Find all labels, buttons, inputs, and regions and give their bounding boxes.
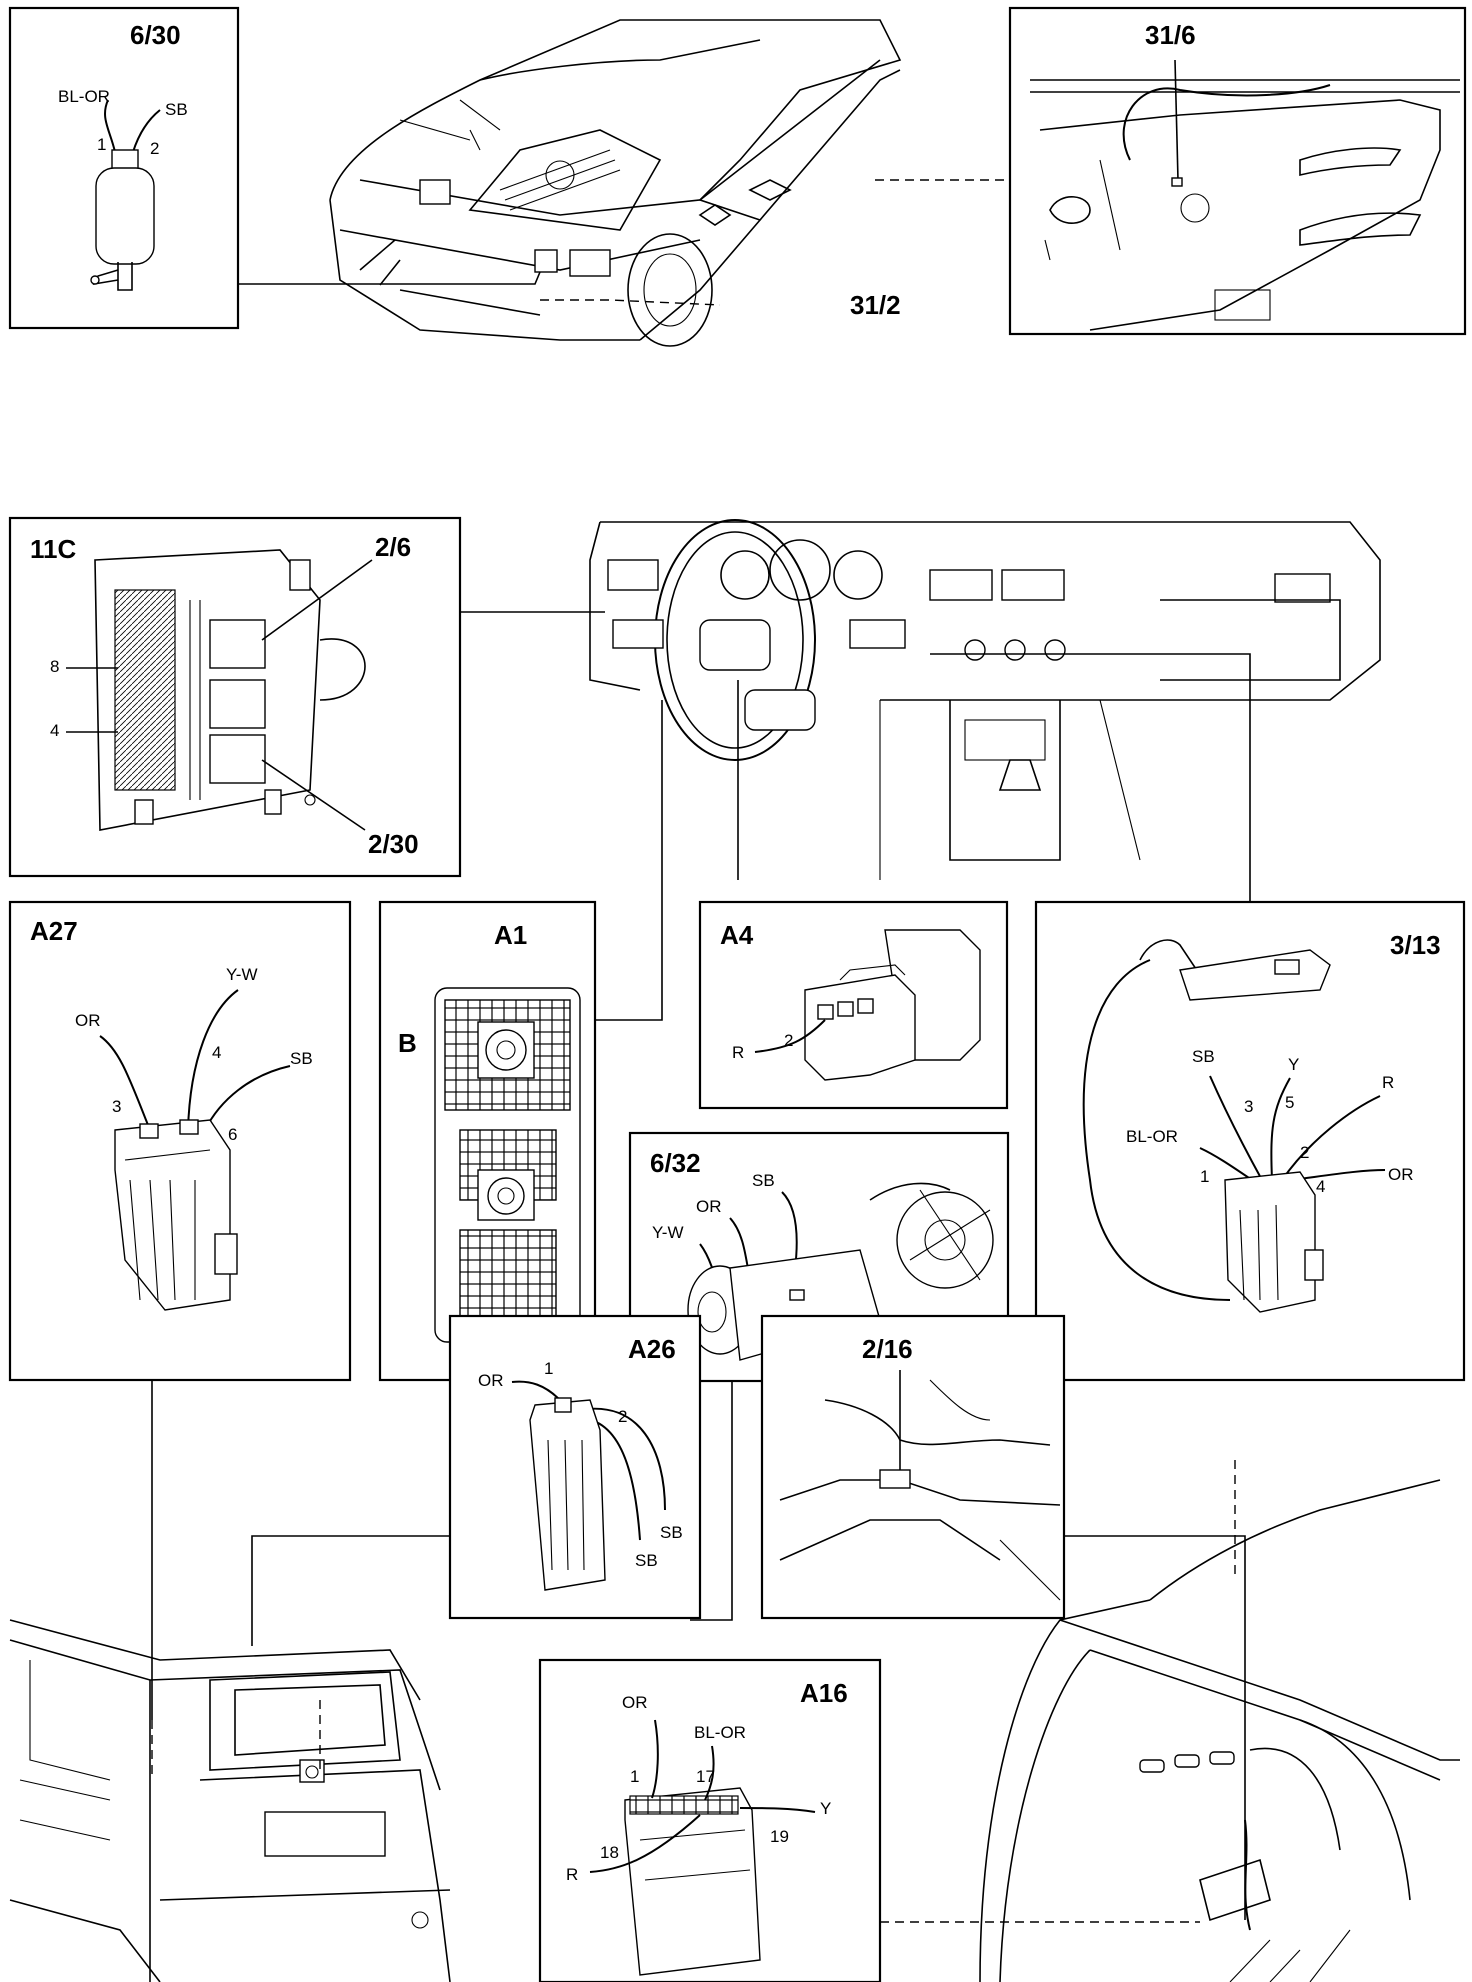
ref-3-13: 3/13 [1390,930,1441,960]
wire-or: OR [478,1371,504,1390]
rear-interior-illustration [979,1460,1460,1982]
ecu-connector-icon [434,987,581,1343]
wire-or: OR [696,1197,722,1216]
wire-y: Y [820,1799,831,1818]
leader-6-30 [238,271,541,285]
panel-a26: A26 OR SB SB 1 2 [448,1314,702,1620]
panel-31-6: 31/6 [1008,6,1467,336]
ref-31-6: 31/6 [1145,20,1196,50]
leader-2-16 [1064,1535,1246,1920]
ref-31-2: 31/2 [850,290,901,320]
connector-icon [511,1380,666,1591]
connector-icon [99,989,291,1311]
pin-5: 5 [1285,1093,1294,1112]
ref-2-16: 2/16 [862,1334,913,1364]
panel-11c: 11C 2/6 2/30 8 4 [8,516,462,878]
pin-1: 1 [544,1359,553,1378]
pin-2: 2 [618,1407,627,1426]
wire-y: Y [1288,1055,1299,1074]
callout-2-30: 2/30 [368,829,419,859]
wire-or: OR [75,1011,101,1030]
panel-a1: A1 B [378,900,597,1382]
wire-sb: SB [1192,1047,1215,1066]
wire-or: OR [1388,1165,1414,1184]
ref-6-30: 6/30 [130,20,181,50]
ref-a27: A27 [30,916,78,946]
stalk-switch-icon [1082,939,1386,1313]
wire-sb: SB [290,1049,313,1068]
pin-1: 1 [97,135,106,154]
connector-icon [754,929,981,1081]
pin-17: 17 [696,1767,715,1786]
panel-a27: A27 OR Y-W SB 3 4 6 [8,900,352,1382]
sub-b: B [398,1028,417,1058]
ref-6-32: 6/32 [650,1148,701,1178]
rear-car-illustration [9,1619,451,1982]
pin-4: 4 [50,721,59,740]
panel-6-30: 6/30 BL-OR SB 1 2 [8,6,240,330]
ref-a16: A16 [800,1678,848,1708]
pin-8: 8 [50,657,59,676]
panel-a16: A16 OR BL-OR Y R 1 17 19 18 [538,1658,882,1982]
callout-2-6: 2/6 [375,532,411,562]
ref-a4: A4 [720,920,754,950]
wire-r: R [1382,1073,1394,1092]
wire-r: R [566,1865,578,1884]
pin-4: 4 [212,1043,221,1062]
leader-3-13 [930,653,1251,902]
pin-6: 6 [228,1125,237,1144]
connector-icon [589,1719,816,1976]
pin-18: 18 [600,1843,619,1862]
wire-bl-or: BL-OR [694,1723,746,1742]
wire-r: R [732,1043,744,1062]
relay-box-icon [94,549,366,831]
wire-sb-1: SB [660,1523,683,1542]
wire-or: OR [622,1693,648,1712]
leader-31-2 [540,299,721,306]
panel-2-16: 2/16 [760,1314,1066,1620]
panel-3-13: 3/13 SB Y R BL-OR OR 3 5 2 1 4 [1034,900,1466,1382]
panel-a4: A4 R 2 [698,900,1009,1110]
wire-sb: SB [752,1171,775,1190]
wire-bl-or: BL-OR [58,87,110,106]
pin-2: 2 [150,139,159,158]
leader-6-32 [690,1381,733,1621]
pin-3: 3 [112,1097,121,1116]
ref-a26: A26 [628,1334,676,1364]
wire-bl-or: BL-OR [1126,1127,1178,1146]
wire-y-w: Y-W [226,965,258,984]
dashboard-illustration [589,519,1381,880]
pin-2: 2 [784,1031,793,1050]
car-front-illustration [329,19,902,347]
pin-19: 19 [770,1827,789,1846]
pin-4: 4 [1316,1177,1325,1196]
pin-1: 1 [630,1767,639,1786]
wire-sb: SB [165,100,188,119]
pin-3: 3 [1244,1097,1253,1116]
washer-pump-icon [90,99,161,291]
ref-a1: A1 [494,920,527,950]
wire-sb-2: SB [635,1551,658,1570]
wire-y-w: Y-W [652,1223,684,1242]
ref-11c: 11C [30,534,76,564]
leader-a1 [595,700,663,1021]
leader-a26 [251,1535,450,1646]
pin-1: 1 [1200,1167,1209,1186]
